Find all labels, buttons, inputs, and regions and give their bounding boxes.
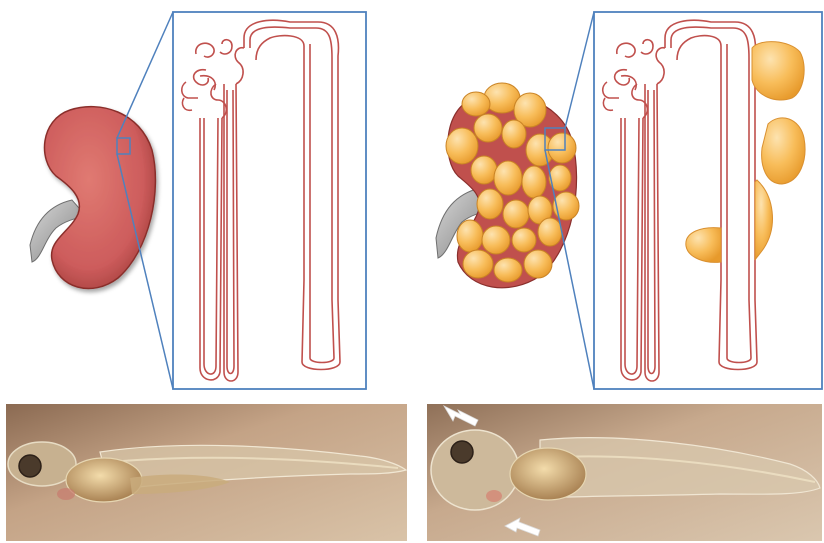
- healthy-kidney-group: [30, 107, 155, 289]
- larva-head-right: [431, 430, 519, 510]
- larva-heart-right: [486, 490, 502, 502]
- zebrafish-larva-cystic-photo: [427, 404, 822, 541]
- larva-yolk-right: [510, 448, 586, 500]
- zoom-line-left-top: [117, 12, 173, 138]
- larva-eye-left: [19, 455, 41, 477]
- tubule-cyst-top: [752, 42, 804, 100]
- tubule-cyst-middle: [762, 118, 805, 184]
- healthy-kidney: [44, 107, 155, 289]
- zoom-line-right-top: [565, 12, 594, 128]
- cystic-kidney-group: [436, 83, 579, 288]
- zebrafish-larva-normal-photo: [6, 404, 407, 541]
- nephron-zoom-box-left: [173, 12, 366, 389]
- larva-eye-right: [451, 441, 473, 463]
- larva-heart-left: [57, 488, 75, 500]
